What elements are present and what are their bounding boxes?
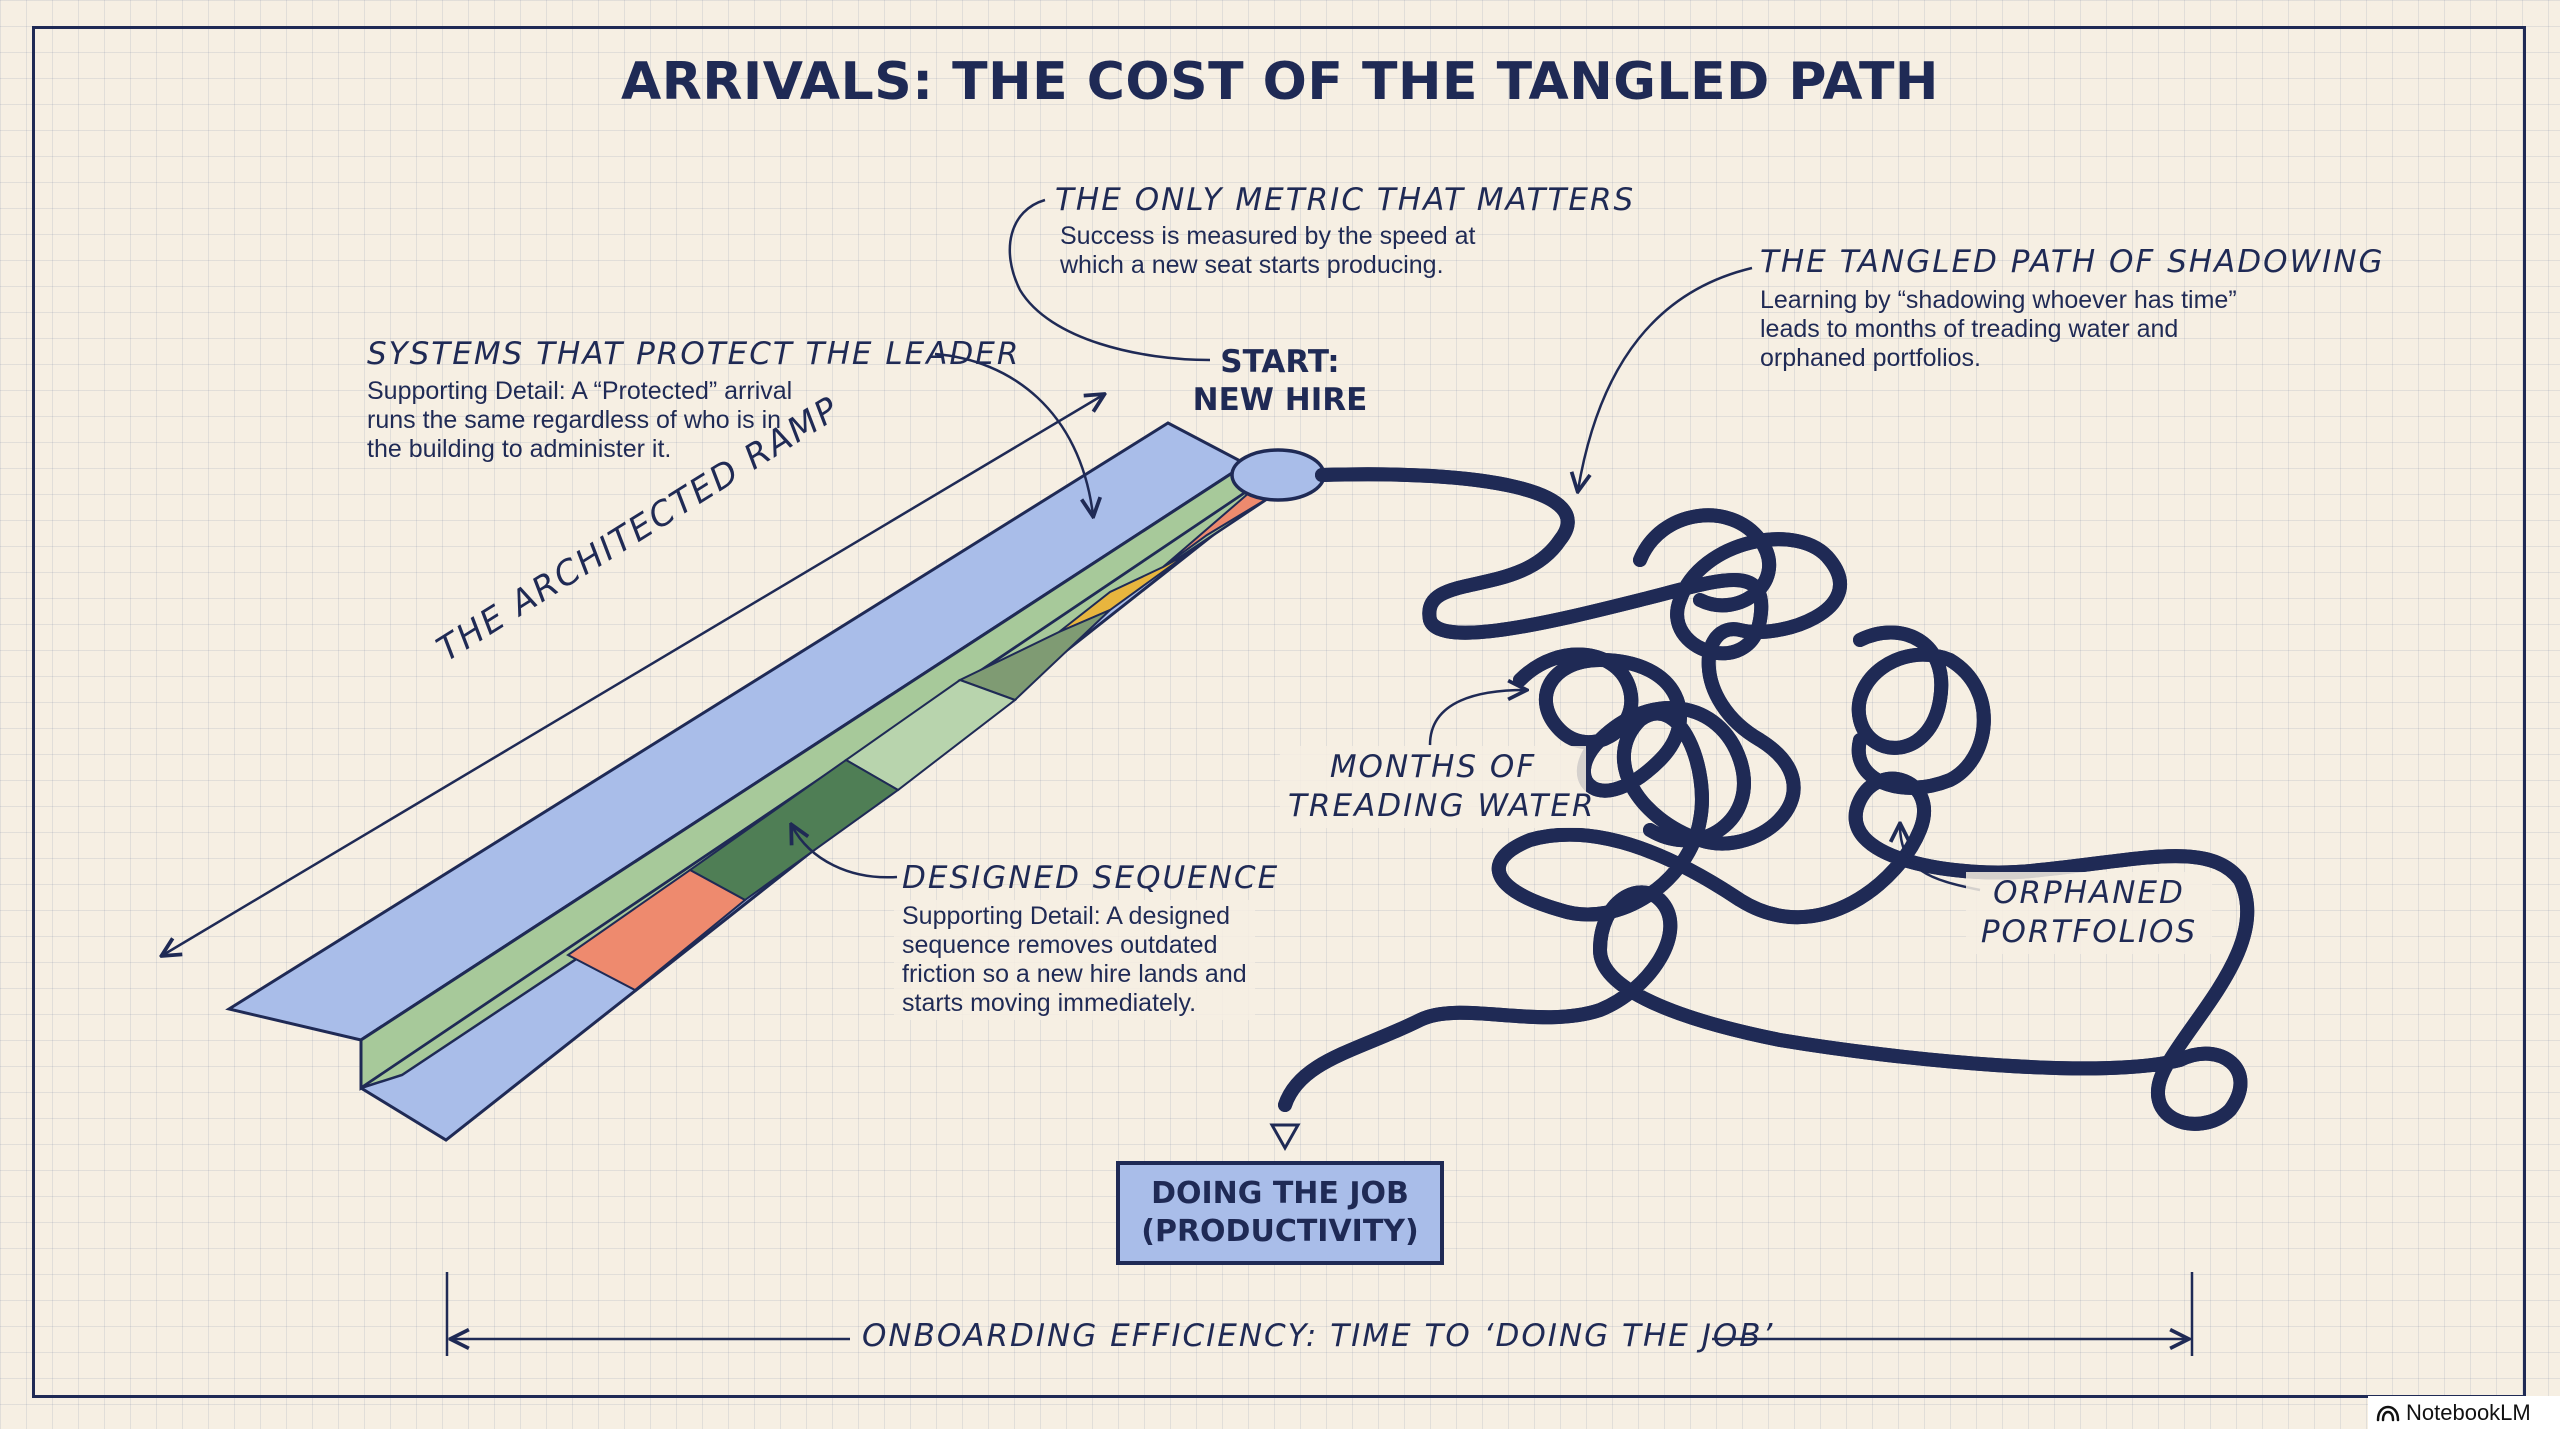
doing-the-job-box: DOING THE JOB (PRODUCTIVITY)	[1116, 1161, 1444, 1265]
architected-ramp-arrow	[163, 395, 1103, 955]
orphaned-callout-arrow	[1900, 825, 1981, 892]
doing-the-job-line: (PRODUCTIVITY)	[1141, 1214, 1419, 1249]
orphaned-label-line: PORTFOLIOS	[1980, 914, 2198, 950]
months-label-line: TREADING WATER	[1288, 788, 1596, 824]
tangled-detail: Learning by “shadowing whoever has time”…	[1760, 286, 2237, 373]
systems-heading: SYSTEMS THAT PROTECT THE LEADER	[367, 336, 1021, 372]
diagram-frame	[32, 26, 2526, 1398]
tangled-heading: THE TANGLED PATH OF SHADOWING	[1760, 244, 2385, 280]
designed-callout-arrow	[792, 826, 898, 879]
tangled-path-end-arrow	[1269, 1123, 1301, 1152]
designed-detail-line: sequence removes outdated	[902, 931, 1218, 959]
metric-heading: THE ONLY METRIC THAT MATTERS	[1055, 182, 1636, 218]
designed-detail: Supporting Detail: A designed sequence r…	[894, 900, 1255, 1020]
systems-detail-line: runs the same regardless of who is in	[367, 406, 782, 434]
page-title: ARRIVALS: THE COST OF THE TANGLED PATH	[621, 52, 1939, 112]
orphaned-portfolios-label: ORPHANED PORTFOLIOS	[1966, 872, 2212, 954]
architected-ramp	[225, 421, 1326, 1142]
tangled-path	[1278, 474, 2247, 1124]
notebooklm-badge: NotebookLM	[2368, 1396, 2560, 1429]
months-label-line: MONTHS OF	[1329, 749, 1537, 785]
designed-detail-line: Supporting Detail: A designed	[902, 902, 1231, 930]
months-treading-water-label: MONTHS OF TREADING WATER	[1280, 746, 1596, 828]
months-callout-arrow	[1428, 690, 1525, 746]
start-label-line: NEW HIRE	[1192, 382, 1368, 418]
doing-the-job-line: DOING THE JOB	[1151, 1176, 1409, 1211]
start-node	[1230, 448, 1326, 502]
orphaned-label-line: ORPHANED	[1993, 875, 2185, 911]
systems-callout-arrow	[934, 352, 1093, 515]
designed-detail-line: friction so a new hire lands and	[902, 960, 1247, 988]
metric-detail: Success is measured by the speed at whic…	[1060, 222, 1476, 280]
systems-detail-line: Supporting Detail: A “Protected” arrival	[367, 377, 793, 405]
start-label: START: NEW HIRE	[1170, 343, 1390, 419]
designed-heading: DESIGNED SEQUENCE	[902, 860, 1280, 896]
metric-callout-arrow	[1008, 198, 1211, 362]
systems-detail-line: the building to administer it.	[367, 435, 672, 463]
tangled-detail-line: leads to months of treading water and	[1760, 315, 2179, 343]
tangled-callout-arrow	[1578, 266, 1753, 490]
onboarding-efficiency-label: ONBOARDING EFFICIENCY: TIME TO ‘DOING TH…	[862, 1318, 1775, 1354]
notebooklm-logo-icon	[2376, 1405, 2400, 1421]
metric-detail-line: Success is measured by the speed at	[1060, 222, 1476, 250]
brand-name: NotebookLM	[2406, 1399, 2531, 1425]
tangled-detail-line: orphaned portfolios.	[1760, 344, 1981, 372]
designed-detail-line: starts moving immediately.	[902, 989, 1197, 1017]
metric-detail-line: which a new seat starts producing.	[1060, 251, 1444, 279]
start-label-line: START:	[1220, 344, 1340, 380]
systems-detail: Supporting Detail: A “Protected” arrival…	[367, 377, 792, 464]
tangled-detail-line: Learning by “shadowing whoever has time”	[1760, 286, 2237, 314]
